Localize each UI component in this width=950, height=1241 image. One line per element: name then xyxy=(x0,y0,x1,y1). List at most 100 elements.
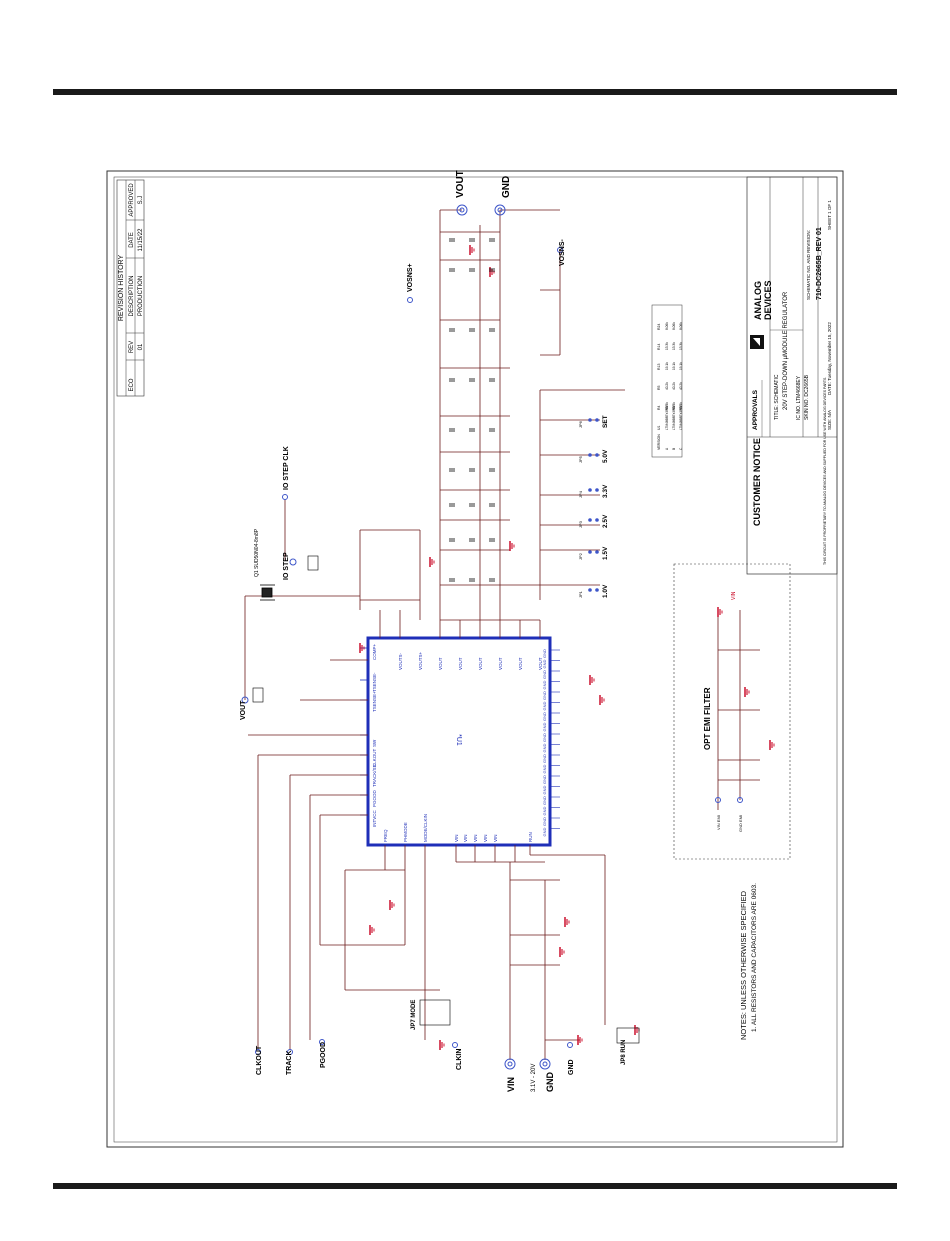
ic-pin-label: SW xyxy=(372,739,377,747)
ic-gnd-pin-label: GND xyxy=(542,681,547,690)
ic-pin-label: VOUTS- xyxy=(398,652,403,670)
ic-pin-label: PHMODE xyxy=(403,822,408,842)
schematic-number: 710-DC2665B_REV 01 xyxy=(816,227,823,300)
vin-emi-label: VIN EMI xyxy=(716,815,721,830)
ic-pin-label: MODE/CLKIN xyxy=(423,814,428,842)
version-cell: 60.4k xyxy=(672,402,676,410)
rev-col-date: DATE xyxy=(129,232,135,248)
ground-icon xyxy=(717,607,723,617)
capacitor-icon xyxy=(489,538,495,542)
capacitor-icon xyxy=(449,503,455,507)
version-header: R13 xyxy=(657,364,661,370)
gnd-bottom-connector-icon xyxy=(539,1058,551,1070)
sheet-date: DATE: Tuesday, November 15, 2022 xyxy=(827,322,832,395)
ground-icon xyxy=(439,1040,445,1050)
ic-gnd-pin-label: GND xyxy=(542,691,547,700)
clkout-label: CLKOUT xyxy=(256,1045,263,1075)
io-step-clk-testpoint-icon xyxy=(282,494,288,500)
version-header: R5 xyxy=(657,385,661,390)
version-cell: 8.06k xyxy=(672,322,676,330)
notes-heading: NOTES: UNLESS OTHERWISE SPECIFIED xyxy=(739,890,748,1040)
gnd-bottom-label: GND xyxy=(545,1072,555,1093)
title-label: TITLE: SCHEMATIC xyxy=(774,374,780,420)
ic-pin-label: RUN xyxy=(528,832,533,842)
ic-pin-label: TRACK/SS xyxy=(372,764,377,787)
ic-gnd-pin-label: GND xyxy=(542,744,547,753)
io-step-label: IO STEP xyxy=(283,552,290,580)
emi-filter-title: OPT EMI FILTER xyxy=(703,687,712,750)
capacitor-icon xyxy=(449,578,455,582)
notes-item-1: 1. ALL RESISTORS AND CAPACITORS ARE 0603… xyxy=(751,883,758,1032)
ic-gnd-pin-label: GND xyxy=(542,828,547,837)
ic-gnd-pin-label: GND xyxy=(542,660,547,669)
version-cell: 40.2k xyxy=(672,382,676,390)
jumper-refdes: JP5 xyxy=(578,455,583,463)
capacitor-icon xyxy=(489,503,495,507)
version-cell: LTM4668EY#PBF xyxy=(672,404,676,430)
capacitor-icon xyxy=(449,378,455,382)
ground-icon xyxy=(559,947,565,957)
connector-labels: VOUT GND VOSNS+ VOSNS- IO STEP CLK IO ST… xyxy=(240,170,627,1092)
vout-select-jumper-1[interactable]: JP1 1.0V xyxy=(578,584,609,598)
io-step-clk-label: IO STEP CLK xyxy=(283,446,290,490)
ic-pin-label: VIN xyxy=(463,834,468,842)
version-cell: 19.1k xyxy=(665,362,669,370)
vosns-plus-label: VOSNS+ xyxy=(407,263,414,292)
vout-select-label: 1.5V xyxy=(602,546,609,560)
customer-notice-heading: CUSTOMER NOTICE xyxy=(752,438,762,526)
capacitor-icon xyxy=(469,428,475,432)
vout-select-jumper-3[interactable]: JP3 2.5V xyxy=(578,514,609,528)
version-cell: LTM4668EY#PBF xyxy=(665,404,669,430)
jumper-refdes: JP1 xyxy=(578,590,583,598)
ic-pin-label: VOUT xyxy=(518,657,523,670)
rev-col-eco: ECO xyxy=(129,378,135,391)
ground-icon xyxy=(589,675,595,685)
pgood-label: PGOOD xyxy=(320,1042,327,1068)
vosns-plus-testpoint-icon xyxy=(407,297,413,303)
jumper-refdes: JP3 xyxy=(578,520,583,528)
version-cell: A xyxy=(665,447,669,450)
ic-pin-label: VIN xyxy=(454,834,459,842)
ground-icon xyxy=(509,541,515,551)
ic-gnd-pin-label: GND xyxy=(542,796,547,805)
capacitor-icon xyxy=(449,468,455,472)
capacitor-icon xyxy=(469,538,475,542)
ic-pin-label: VOUTS+ xyxy=(418,651,423,670)
revision-history-table: REVISION HISTORY ECO REV DESCRIPTION DAT… xyxy=(116,179,145,397)
company-name-line2: DEVICES xyxy=(763,280,773,320)
version-cell: 13.3k xyxy=(665,342,669,350)
ic-pin-label: INTVCC xyxy=(372,810,377,828)
sheet-size: SIZE: N/A xyxy=(827,410,832,430)
vout-connector-icon xyxy=(456,204,468,216)
vout-jumper-icon xyxy=(252,687,264,703)
gnd-connector-icon xyxy=(494,204,506,216)
gnd-emi-label: GND EMI xyxy=(738,815,743,832)
vout-select-label: SET xyxy=(602,415,609,428)
emi-filter-section: OPT EMI FILTER VIN EMI GND EMI VIN xyxy=(673,563,791,860)
capacitor-icon xyxy=(469,268,475,272)
ic-gnd-pin-label: GND xyxy=(542,786,547,795)
ic-gnd-pin-label: GND xyxy=(542,775,547,784)
vout-select-label: 1.0V xyxy=(602,584,609,598)
ic-pin-label: VOUT xyxy=(458,657,463,670)
version-cell: 19.1k xyxy=(679,362,683,370)
vout-label: VOUT xyxy=(455,170,466,198)
ground-icon xyxy=(599,695,605,705)
vout-select-label: 2.5V xyxy=(602,514,609,528)
track-testpoint-icon xyxy=(287,1049,293,1055)
clkin-label: CLKIN xyxy=(456,1049,463,1070)
rev-row-description: PRODUCTION xyxy=(138,276,144,316)
version-header: U1 xyxy=(657,425,661,430)
capacitor-icon xyxy=(469,328,475,332)
version-cell: 13.3k xyxy=(679,342,683,350)
ground-icon xyxy=(577,1035,583,1045)
pgood-testpoint-icon xyxy=(319,1039,325,1045)
jumper-refdes: JP4 xyxy=(578,490,583,498)
capacitor-icon xyxy=(469,578,475,582)
version-table: VERSIONU1R4R5R13R14R24ALTM4668EY#PBF60.4… xyxy=(651,304,683,458)
